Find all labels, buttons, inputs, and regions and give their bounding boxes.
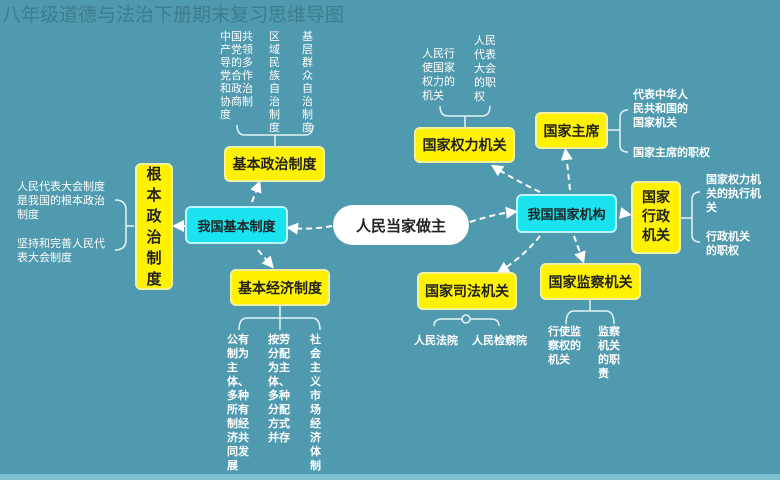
state-president-node[interactable]: 国家主席: [535, 112, 608, 149]
fundamental-political-system-node[interactable]: 根本政治制度: [135, 163, 173, 290]
leaf-text: 人民代表大会制度是我国的根本政治制度: [17, 180, 105, 221]
leaf-text: 行使监察权的机关: [548, 325, 581, 366]
leaf-text: 坚持和完善人民代表大会制度: [17, 237, 105, 264]
bottom-strip: [0, 474, 780, 480]
leaf-text: 代表中华人民共和国的国家机关: [633, 88, 688, 129]
state-supervisory-organ-node[interactable]: 国家监察机关: [540, 263, 641, 300]
leaf-text: 人民检察院: [472, 334, 527, 347]
leaf-text: 监察机关的职责: [598, 325, 620, 380]
state-organs-node[interactable]: 我国国家机构: [516, 194, 617, 233]
leaf-text: 基层群众自治制度: [302, 30, 313, 134]
leaf-text: 行政机关的职权: [706, 230, 750, 257]
state-administrative-organ-node[interactable]: 国家行政机关: [631, 181, 681, 254]
leaf-text: 社会主义市场经济体制: [310, 333, 321, 472]
basic-political-system-node[interactable]: 基本政治制度: [224, 146, 325, 182]
leaf-text: 国家权力机关的执行机关: [706, 173, 761, 214]
leaf-text: 公有制为主体、多种所有制经济共同发展: [227, 333, 249, 472]
basic-economic-system-node[interactable]: 基本经济制度: [230, 269, 330, 306]
leaf-text: 按劳分配为主体、多种分配方式并存: [268, 333, 290, 444]
leaf-text: 人民代表大会的职权: [474, 34, 496, 103]
state-judicial-organ-node[interactable]: 国家司法机关: [417, 272, 517, 310]
leaf-text: 中国共产党领导的多党合作和政治协商制度: [220, 30, 253, 121]
leaf-text: 人民行使国家权力的机关: [422, 47, 455, 102]
basic-system-node[interactable]: 我国基本制度: [185, 206, 288, 244]
page-title: 八年级道德与法治下册期末复习思维导图: [2, 4, 345, 26]
state-power-organ-node[interactable]: 国家权力机关: [414, 127, 515, 163]
central-node[interactable]: 人民当家做主: [333, 205, 469, 245]
leaf-text: 区域民族自治制度: [269, 30, 280, 134]
leaf-text: 人民法院: [414, 334, 458, 347]
leaf-text: 国家主席的职权: [633, 146, 710, 159]
